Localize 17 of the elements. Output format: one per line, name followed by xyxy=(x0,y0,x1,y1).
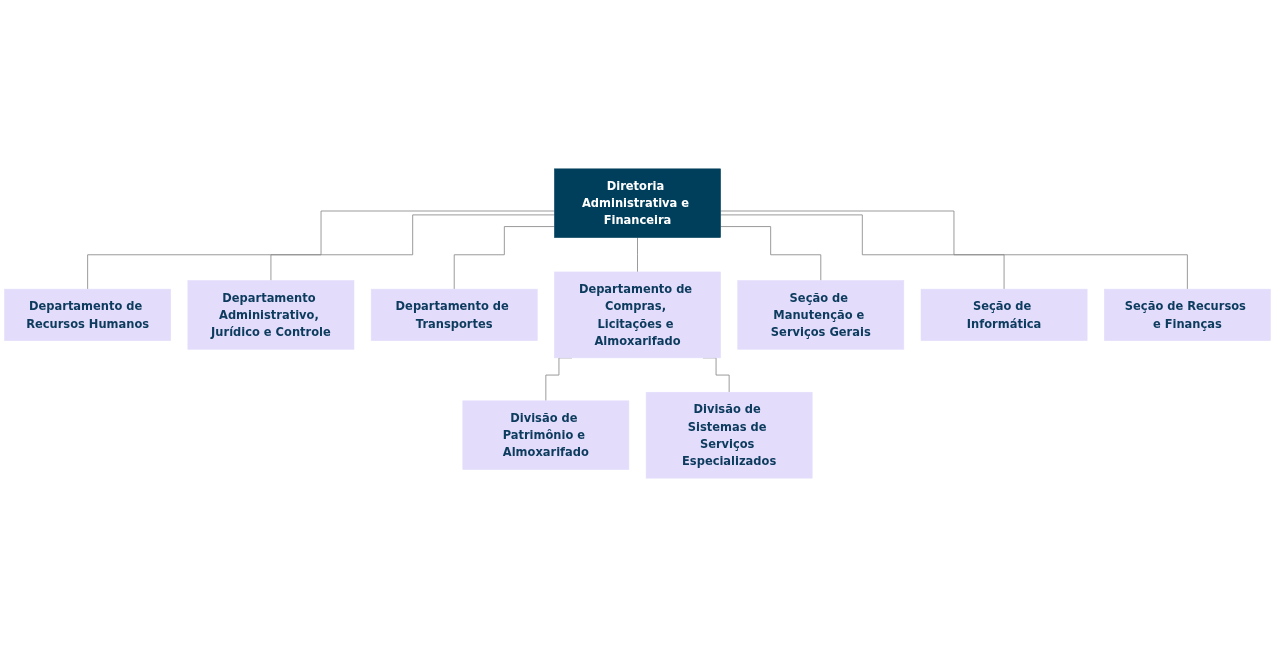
node-box: Seção de Informática xyxy=(920,288,1088,341)
connector xyxy=(453,226,555,290)
connector xyxy=(637,237,638,273)
connector xyxy=(270,214,555,281)
node-box: Seção de Manutenção e Serviços Gerais xyxy=(737,280,905,350)
connector xyxy=(87,210,555,290)
node-box: Seção de Recursos e Finanças xyxy=(1104,288,1271,341)
connector xyxy=(720,210,1188,290)
node-box: Divisão de Sistemas de Serviços Especializados xyxy=(645,391,813,479)
node-box: Departamento de Compras, Licitações e Almoxarifado xyxy=(554,271,721,359)
node-box: Divisão de Patrimônio e Almoxarifado xyxy=(462,400,630,470)
connector xyxy=(720,226,822,281)
node-box: Departamento Administrativo, Jurídico e Controle xyxy=(187,280,355,350)
node-box: Departamento de Transportes xyxy=(370,288,538,341)
node-box: Diretoria Administrativa e Financeira xyxy=(554,168,721,238)
connector xyxy=(720,214,1005,290)
node-box: Departamento de Recursos Humanos xyxy=(4,288,171,341)
